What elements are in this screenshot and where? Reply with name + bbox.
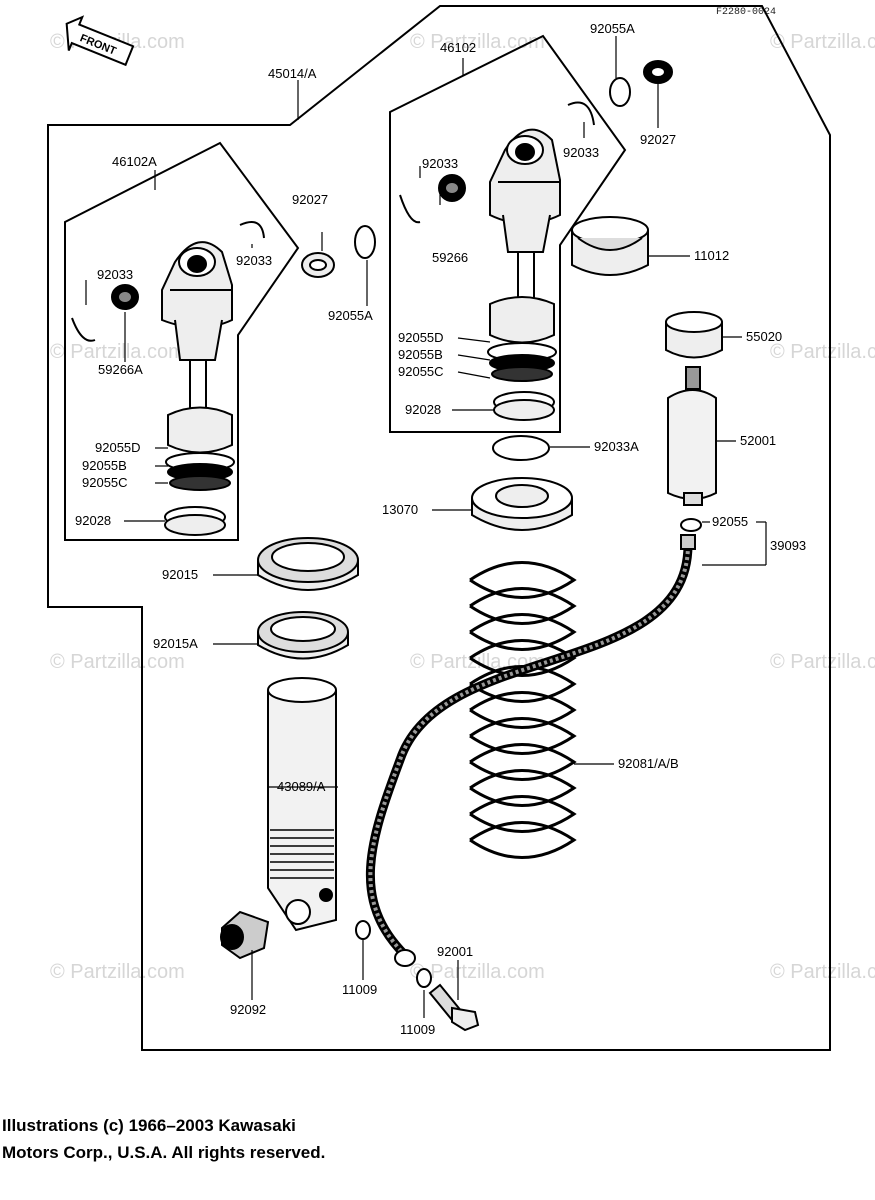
part-label-92015: 92015 (162, 567, 198, 582)
watermark: © Partzilla.com (770, 341, 875, 363)
part-label-92081: 92081/A/B (618, 756, 679, 771)
part-label-92055a-left: 92055A (328, 308, 373, 323)
left-shock-body (161, 241, 235, 491)
copyright-line-2: Motors Corp., U.S.A. All rights reserved… (2, 1143, 326, 1162)
watermark: © Partzilla.com (770, 651, 875, 673)
right-shock-body (487, 128, 561, 382)
part-label-45014a: 45014/A (268, 66, 317, 81)
part-label-92033-left-1: 92033 (97, 267, 133, 282)
part-label-46102: 46102 (440, 40, 476, 55)
reservoir-cap (571, 216, 649, 276)
part-label-11009-a: 11009 (342, 982, 377, 997)
watermark: © Partzilla.com (410, 961, 545, 983)
part-label-92055c-right: 92055C (398, 364, 444, 379)
banjo-bolt (428, 983, 480, 1032)
copyright-footer: Illustrations (c) 1966–2003 Kawasaki Mot… (2, 1112, 602, 1166)
part-label-92033-mid: 92033 (422, 156, 458, 171)
shock-body (267, 677, 337, 932)
watermark: © Partzilla.com (770, 961, 875, 983)
part-label-55020: 55020 (746, 329, 782, 344)
part-label-59266: 59266 (432, 250, 468, 265)
part-label-92055b-right: 92055B (398, 347, 443, 362)
right-subassembly-boundary (389, 34, 627, 433)
lock-nuts (257, 537, 359, 660)
part-label-92015a: 92015A (153, 636, 198, 651)
watermark: © Partzilla.com (50, 651, 185, 673)
part-label-13070: 13070 (382, 502, 418, 517)
part-label-52001: 52001 (740, 433, 776, 448)
watermark-group: © Partzilla.com © Partzilla.com © Partzi… (50, 31, 875, 983)
watermark: © Partzilla.com (410, 31, 545, 53)
part-label-92055d-left: 92055D (95, 440, 141, 455)
watermark: © Partzilla.com (50, 341, 185, 363)
copyright-line-1: Illustrations (c) 1966–2003 Kawasaki (2, 1116, 296, 1135)
part-label-92027-top: 92027 (640, 132, 676, 147)
part-label-92092: 92092 (230, 1002, 266, 1017)
coil-spring (469, 561, 577, 859)
part-label-59266a: 59266A (98, 362, 143, 377)
part-label-92055a-top: 92055A (590, 21, 635, 36)
part-label-92055b-left: 92055B (82, 458, 127, 473)
part-label-11009-b: 11009 (400, 1022, 435, 1037)
part-label-92033-left-2: 92033 (236, 253, 272, 268)
assembly-boundary (47, 5, 831, 1051)
washer (680, 518, 702, 532)
part-label-92028-left: 92028 (75, 513, 111, 528)
part-labels: 45014/A 46102A 46102 92055A 92027 92033 … (75, 21, 806, 1037)
part-label-92027-left: 92027 (292, 192, 328, 207)
front-arrow-icon: FRONT (65, 15, 135, 67)
reservoir-collar (665, 311, 723, 359)
reservoir-hose (365, 534, 696, 967)
part-label-46102a: 46102A (112, 154, 157, 169)
doc-number: F2280-0024 (716, 7, 776, 18)
part-label-92055d-right: 92055D (398, 330, 444, 345)
part-label-92033-top: 92033 (563, 145, 599, 160)
part-label-39093: 39093 (770, 538, 806, 553)
leader-lines (85, 36, 767, 1018)
spring-seat (471, 477, 573, 531)
right-shock-rings (399, 60, 673, 461)
reservoir (667, 366, 717, 506)
part-label-43089a: 43089/A (277, 779, 326, 794)
part-label-92033a: 92033A (594, 439, 639, 454)
parts-diagram: © Partzilla.com © Partzilla.com © Partzi… (47, 5, 875, 1051)
left-shock-rings (71, 221, 376, 536)
left-subassembly-boundary (64, 141, 300, 541)
part-label-11012: 11012 (694, 248, 729, 263)
part-label-92055: 92055 (712, 514, 748, 529)
watermark: © Partzilla.com (50, 961, 185, 983)
bushing (220, 910, 270, 960)
part-label-92028-right: 92028 (405, 402, 441, 417)
crush-washer (355, 920, 371, 940)
crush-washer (416, 968, 432, 988)
watermark: © Partzilla.com (770, 31, 875, 53)
part-label-92055c-left: 92055C (82, 475, 128, 490)
part-label-92001: 92001 (437, 944, 473, 959)
